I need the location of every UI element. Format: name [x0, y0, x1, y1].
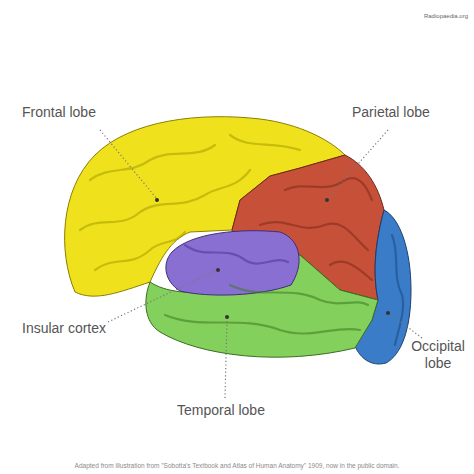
lobe-label: Temporal lobe	[177, 402, 265, 419]
lobe-label: Parietal lobe	[352, 104, 430, 121]
leader-dots	[155, 198, 390, 319]
lobe-label: Insular cortex	[22, 320, 106, 337]
leader-lines	[100, 130, 422, 398]
lobe-label: Frontal lobe	[22, 104, 96, 121]
lobe-label: Occipital lobe	[408, 338, 468, 372]
watermark: Radiopaedia.org	[424, 12, 468, 20]
gyri-pattern	[80, 135, 403, 345]
credit-note: Adapted from illustration from "Sobotta'…	[75, 462, 400, 471]
occipital-lobe	[355, 210, 411, 364]
